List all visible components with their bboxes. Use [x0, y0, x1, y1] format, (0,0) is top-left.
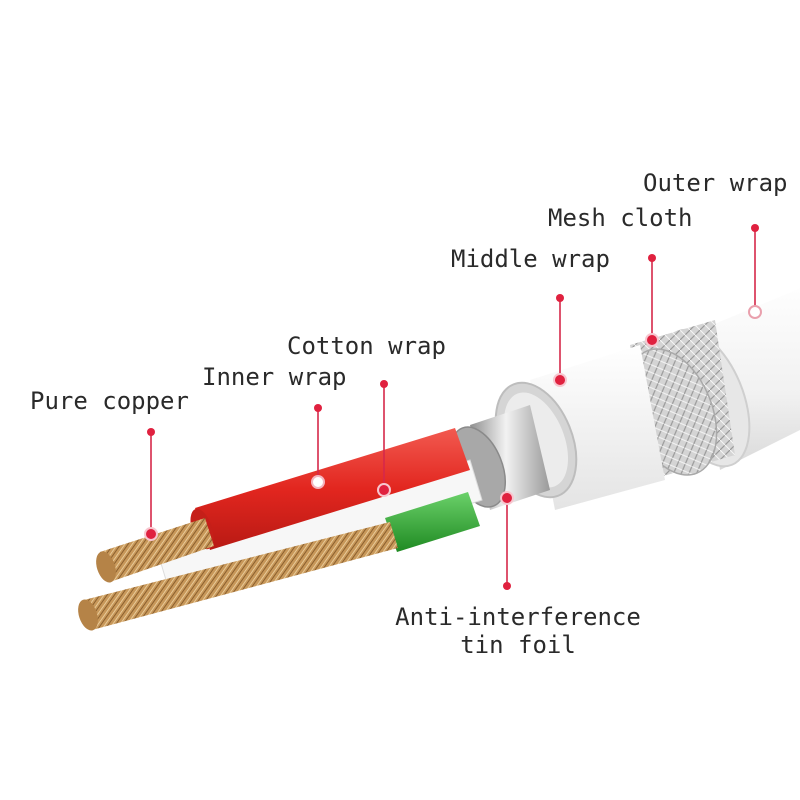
dot-inner-wrap-top: [314, 404, 322, 412]
dot-mesh-cloth-top: [648, 254, 656, 262]
label-cotton-wrap: Cotton wrap: [287, 332, 446, 360]
dot-middle-wrap-top: [556, 294, 564, 302]
dot-middle-wrap-bottom: [553, 373, 567, 387]
leader-lines: [150, 228, 756, 586]
copper-strands: [78, 518, 398, 631]
dot-outer-wrap-bottom: [748, 305, 762, 319]
dot-mesh-cloth-bottom: [645, 333, 659, 347]
dot-cotton-wrap-top: [380, 380, 388, 388]
label-pure-copper: Pure copper: [30, 387, 189, 415]
dot-inner-wrap-bottom: [311, 475, 325, 489]
dot-cotton-wrap-bottom: [377, 483, 391, 497]
label-middle-wrap: Middle wrap: [451, 245, 610, 273]
label-outer-wrap: Outer wrap: [643, 169, 788, 197]
dot-pure-copper-top: [147, 428, 155, 436]
dot-pure-copper-bottom: [144, 527, 158, 541]
label-anti-interference-line2: tin foil: [460, 630, 576, 659]
leader-dots: [144, 224, 762, 590]
label-anti-interference-line1: Anti-interference: [395, 603, 641, 631]
dot-outer-wrap-top: [751, 224, 759, 232]
label-mesh-cloth: Mesh cloth: [548, 204, 693, 232]
tin-foil-layer: [449, 405, 550, 510]
label-anti-interference-tin-foil: Anti-interference tin foil: [389, 603, 647, 659]
dot-tin-foil-bottom: [503, 582, 511, 590]
dot-tin-foil-top: [500, 491, 514, 505]
label-inner-wrap: Inner wrap: [202, 363, 347, 391]
green-conductor: [385, 492, 480, 552]
